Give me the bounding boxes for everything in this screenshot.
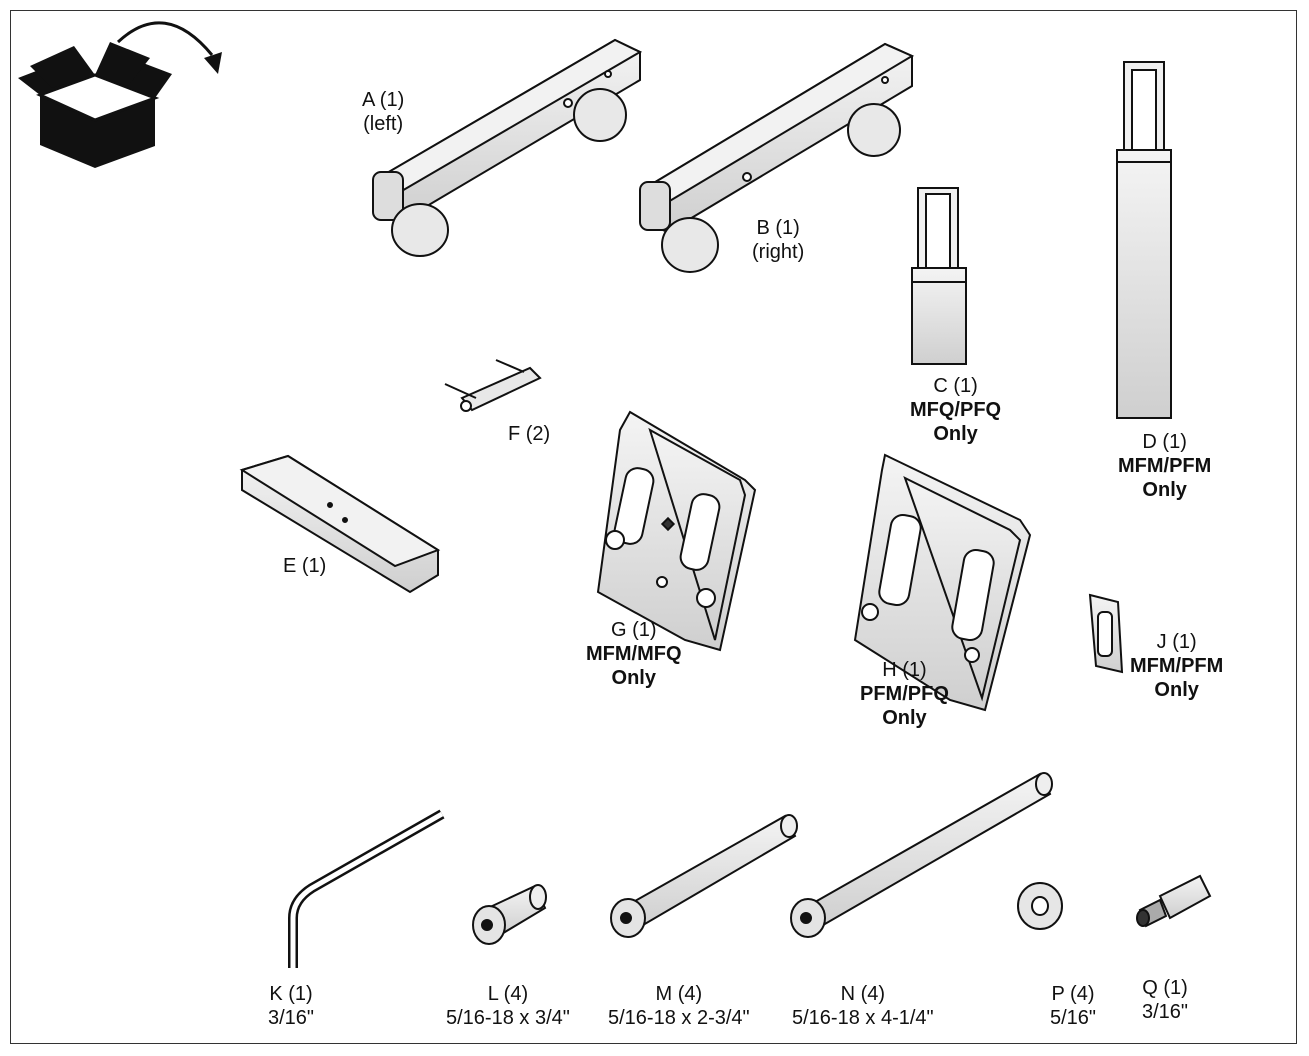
part-f-pin-bracket (444, 359, 542, 412)
label-part-f: F (2) (508, 423, 551, 445)
parts-diagram-frame (10, 10, 1297, 1044)
part-k-hex-key (288, 809, 445, 968)
label-part-e: E (1) (283, 555, 327, 577)
part-j-small-plate (1088, 593, 1124, 674)
label-part-b: B (1)(right) (752, 217, 805, 263)
part-e-crossbar (239, 454, 441, 594)
label-part-m: M (4)5/16-18 x 2-3/4" (608, 983, 750, 1029)
part-q-standoff (1136, 874, 1212, 928)
part-m-medium-bolt (610, 814, 798, 938)
label-part-q: Q (1)3/16" (1142, 977, 1189, 1023)
part-g-mounting-plate (596, 410, 757, 652)
part-a-base-left (372, 38, 643, 257)
part-c-short-column (911, 187, 967, 365)
label-part-l: L (4)5/16-18 x 3/4" (446, 983, 570, 1029)
part-l-short-bolt (472, 884, 547, 945)
part-h-mounting-plate (853, 453, 1032, 712)
part-p-washer (1017, 882, 1063, 930)
label-part-a: A (1)(left) (362, 89, 405, 135)
part-d-tall-column (1116, 61, 1172, 419)
label-part-k: K (1)3/16" (268, 983, 315, 1029)
open-box-icon (18, 21, 222, 168)
label-part-n: N (4)5/16-18 x 4-1/4" (792, 983, 934, 1029)
part-n-long-bolt (790, 772, 1053, 938)
part-b-base-right (639, 42, 915, 273)
label-part-p: P (4)5/16" (1050, 983, 1097, 1029)
